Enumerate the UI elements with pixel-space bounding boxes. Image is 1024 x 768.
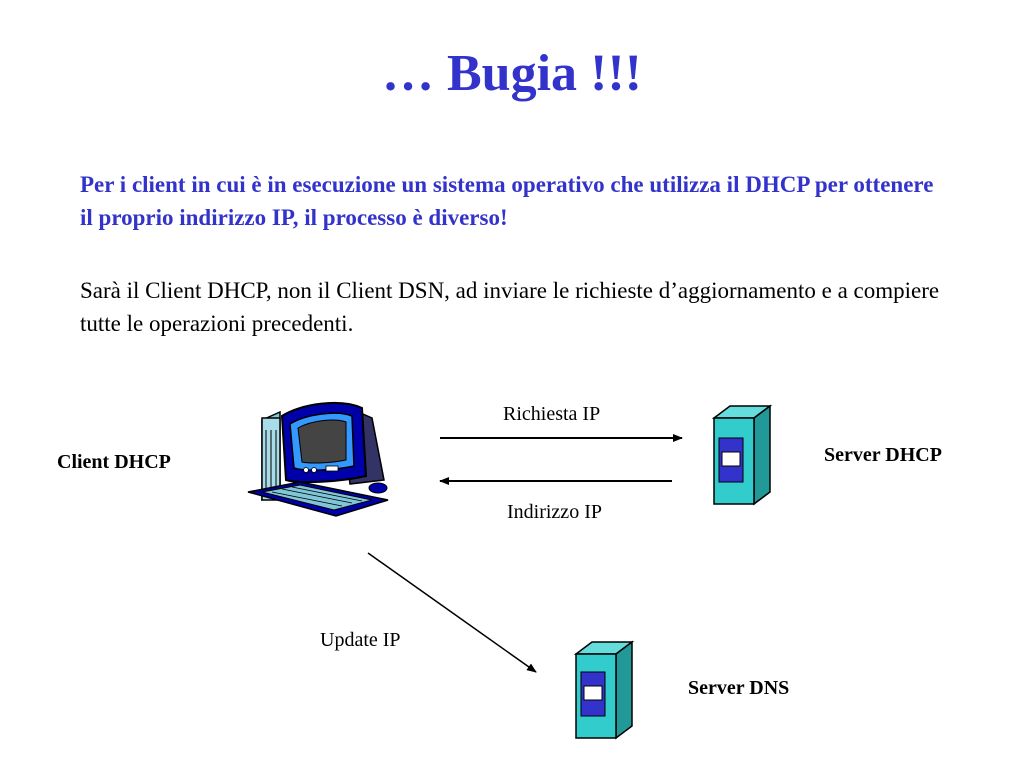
server-icon: [573, 640, 635, 740]
detail-paragraph: Sarà il Client DHCP, non il Client DSN, …: [80, 278, 940, 336]
server-dns-label: Server DNS: [688, 677, 790, 699]
arrow-response-label: Indirizzo IP: [507, 501, 602, 523]
server-dhcp-label: Server DHCP: [824, 444, 942, 466]
intro-paragraph: Per i client in cui è in esecuzione un s…: [80, 172, 934, 230]
arrow-update: [367, 552, 537, 673]
arrow-update-label: Update IP: [320, 629, 401, 651]
server-icon: [711, 404, 773, 506]
computer-icon: [247, 402, 389, 517]
page-title: … Bugia !!!: [382, 45, 642, 102]
arrow-request-label: Richiesta IP: [503, 403, 601, 425]
client-dhcp-label: Client DHCP: [57, 451, 171, 473]
